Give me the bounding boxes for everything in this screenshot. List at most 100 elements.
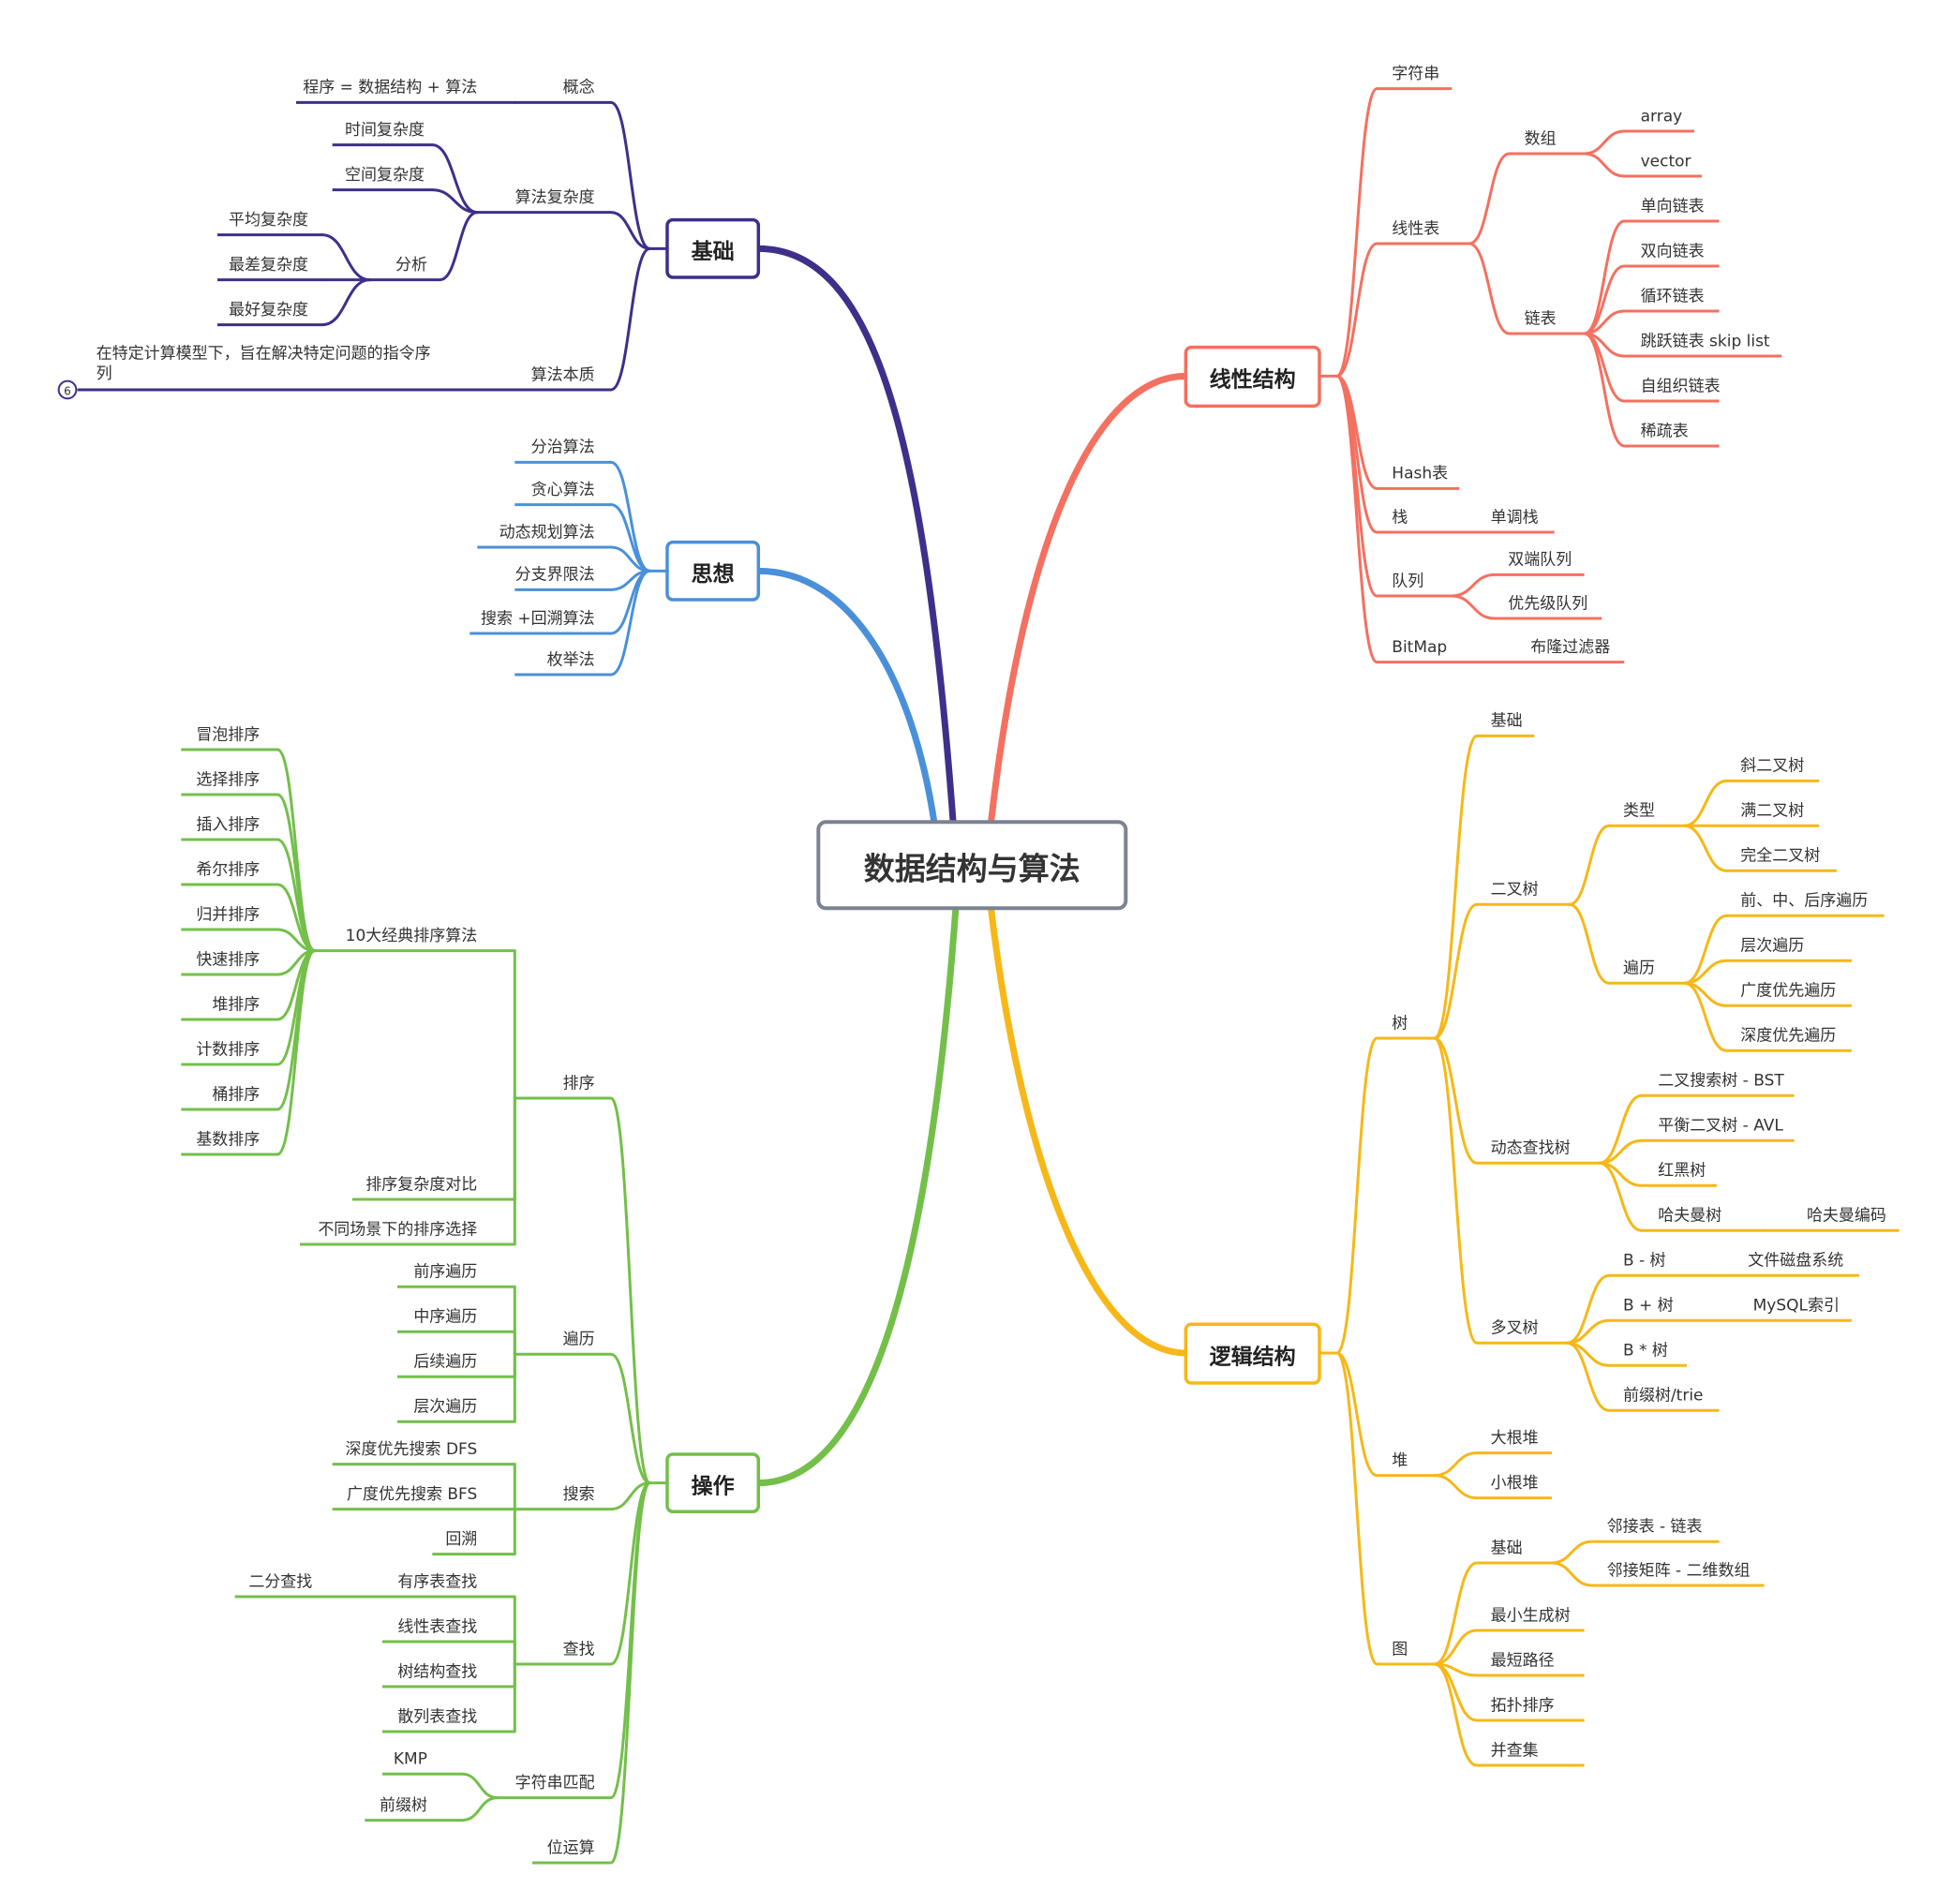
topic-branches-4-children-0-children-3-children-0[interactable]: B - 树 [1623, 1252, 1666, 1271]
topic-branches-4-children-0-children-1-children-1-children-1[interactable]: 层次遍历 [1740, 937, 1804, 956]
topic-branches-2-children-0-children-0-children-0[interactable]: 冒泡排序 [196, 725, 260, 744]
main-topic-operation[interactable]: 操作 [665, 1452, 761, 1514]
topic-branches-3-children-1-children-0-children-1[interactable]: vector [1641, 152, 1691, 171]
topic-branches-2-children-1[interactable]: 遍历 [563, 1331, 595, 1349]
topic-branches-3-children-4-children-1[interactable]: 优先级队列 [1508, 594, 1587, 613]
topic-branches-1-children-3[interactable]: 分支界限法 [515, 566, 595, 585]
topic-branches-2-children-2-children-2[interactable]: 回溯 [445, 1530, 477, 1549]
topic-branches-4-children-1[interactable]: 堆 [1392, 1451, 1408, 1470]
topic-branches-4-children-2[interactable]: 图 [1392, 1640, 1408, 1659]
topic-branches-3-children-3-children-0[interactable]: 单调栈 [1491, 508, 1539, 527]
topic-branches-0-children-1-children-0[interactable]: 时间复杂度 [345, 121, 425, 140]
topic-branches-3-children-1-children-1-children-3[interactable]: 跳跃链表 skip list [1641, 332, 1770, 350]
central-topic[interactable]: 数据结构与算法 [816, 820, 1128, 911]
topic-branches-3-children-3[interactable]: 栈 [1392, 508, 1408, 527]
topic-branches-2-children-1-children-1[interactable]: 中序遍历 [413, 1308, 477, 1327]
topic-branches-2-children-2-children-1[interactable]: 广度优先搜索 BFS [347, 1485, 477, 1504]
topic-branches-2-children-0-children-0-children-8[interactable]: 桶排序 [212, 1085, 260, 1104]
topic-branches-3-children-4[interactable]: 队列 [1392, 572, 1423, 590]
topic-branches-0-children-1[interactable]: 算法复杂度 [515, 188, 595, 207]
topic-branches-2-children-4[interactable]: 字符串匹配 [515, 1774, 595, 1792]
topic-branches-3-children-5[interactable]: BitMap [1392, 638, 1447, 657]
topic-branches-4-children-0-children-2-children-3[interactable]: 哈夫曼树 [1658, 1207, 1721, 1226]
topic-branches-4-children-2-children-3[interactable]: 拓扑排序 [1491, 1696, 1555, 1715]
topic-branches-0-children-1-children-2-children-0[interactable]: 平均复杂度 [229, 211, 308, 230]
topic-branches-2-children-3[interactable]: 查找 [563, 1640, 595, 1659]
topic-branches-3-children-1-children-1-children-4[interactable]: 自组织链表 [1641, 377, 1721, 395]
topic-branches-2-children-0-children-0-children-7[interactable]: 计数排序 [196, 1040, 260, 1059]
topic-branches-4-children-0-children-1-children-0-children-1[interactable]: 满二叉树 [1740, 802, 1804, 821]
topic-branches-2-children-3-children-2[interactable]: 树结构查找 [397, 1662, 477, 1681]
topic-branches-4-children-2-children-1[interactable]: 最小生成树 [1491, 1606, 1571, 1625]
topic-branches-0-children-0-children-0[interactable]: 程序 = 数据结构 + 算法 [303, 79, 477, 97]
topic-branches-4-children-1-children-0[interactable]: 大根堆 [1491, 1429, 1539, 1448]
topic-branches-4-children-0-children-3-children-1-children-0[interactable]: MySQL索引 [1753, 1297, 1840, 1316]
topic-branches-0-children-0[interactable]: 概念 [563, 78, 595, 97]
topic-branches-0-children-2[interactable]: 算法本质 [531, 365, 595, 384]
topic-branches-0-children-1-children-2-children-1[interactable]: 最差复杂度 [229, 256, 308, 275]
main-topic-logical[interactable]: 逻辑结构 [1184, 1322, 1321, 1385]
topic-branches-2-children-4-children-0[interactable]: KMP [394, 1750, 427, 1769]
topic-branches-4-children-0[interactable]: 树 [1392, 1014, 1408, 1033]
topic-branches-2-children-3-children-3[interactable]: 散列表查找 [397, 1707, 477, 1726]
topic-branches-4-children-0-children-3[interactable]: 多叉树 [1491, 1319, 1539, 1338]
topic-branches-2-children-0[interactable]: 排序 [563, 1074, 595, 1093]
topic-branches-4-children-0-children-1-children-1-children-0[interactable]: 前、中、后序遍历 [1740, 892, 1868, 911]
topic-branches-2-children-3-children-0[interactable]: 有序表查找 [397, 1572, 477, 1591]
topic-branches-4-children-0-children-2-children-1[interactable]: 平衡二叉树 - AVL [1658, 1117, 1783, 1136]
topic-branches-3-children-1-children-1[interactable]: 链表 [1525, 309, 1557, 328]
topic-branches-1-children-5[interactable]: 枚举法 [547, 650, 595, 669]
topic-branches-3-children-5-children-0[interactable]: 布隆过滤器 [1530, 638, 1610, 657]
topic-branches-4-children-0-children-2-children-0[interactable]: 二叉搜索树 - BST [1658, 1072, 1784, 1091]
topic-branches-4-children-2-children-0[interactable]: 基础 [1491, 1539, 1523, 1557]
topic-branches-0-children-1-children-2[interactable]: 分析 [395, 256, 427, 275]
topic-branches-2-children-1-children-2[interactable]: 后续遍历 [413, 1353, 477, 1372]
topic-branches-4-children-0-children-1-children-0[interactable]: 类型 [1623, 802, 1655, 821]
topic-branches-4-children-0-children-3-children-1[interactable]: B + 树 [1623, 1297, 1674, 1316]
collapsed-count-badge[interactable]: 6 [57, 379, 78, 400]
topic-branches-1-children-1[interactable]: 贪心算法 [531, 481, 595, 499]
topic-branches-4-children-0-children-1-children-0-children-0[interactable]: 斜二叉树 [1740, 757, 1804, 776]
topic-branches-4-children-0-children-1-children-1-children-2[interactable]: 广度优先遍历 [1740, 982, 1836, 1001]
topic-branches-4-children-0-children-1-children-1-children-3[interactable]: 深度优先遍历 [1740, 1027, 1836, 1046]
topic-branches-4-children-1-children-1[interactable]: 小根堆 [1491, 1474, 1539, 1493]
topic-branches-1-children-0[interactable]: 分治算法 [531, 439, 595, 457]
topic-branches-4-children-0-children-3-children-2[interactable]: B * 树 [1623, 1342, 1668, 1361]
topic-branches-4-children-0-children-2-children-3-children-0[interactable]: 哈夫曼编码 [1807, 1207, 1886, 1226]
topic-branches-3-children-2[interactable]: Hash表 [1392, 465, 1448, 483]
topic-branches-2-children-5[interactable]: 位运算 [547, 1838, 595, 1857]
topic-branches-3-children-1[interactable]: 线性表 [1392, 219, 1439, 238]
topic-branches-2-children-0-children-0-children-4[interactable]: 归并排序 [196, 905, 260, 924]
topic-branches-3-children-1-children-1-children-0[interactable]: 单向链表 [1641, 197, 1705, 216]
topic-branches-2-children-4-children-1[interactable]: 前缀树 [380, 1796, 427, 1815]
topic-branches-2-children-0-children-0[interactable]: 10大经典排序算法 [346, 927, 478, 945]
topic-branches-2-children-3-children-0-children-0[interactable]: 二分查找 [248, 1572, 312, 1591]
topic-branches-3-children-1-children-1-children-5[interactable]: 稀疏表 [1641, 422, 1689, 440]
topic-branches-3-children-1-children-1-children-1[interactable]: 双向链表 [1641, 242, 1705, 260]
topic-branches-2-children-0-children-0-children-5[interactable]: 快速排序 [196, 950, 260, 969]
topic-branches-4-children-0-children-2[interactable]: 动态查找树 [1491, 1139, 1571, 1158]
topic-branches-4-children-2-children-2[interactable]: 最短路径 [1491, 1651, 1555, 1670]
topic-branches-2-children-3-children-1[interactable]: 线性表查找 [397, 1617, 477, 1636]
topic-branches-4-children-2-children-4[interactable]: 并查集 [1491, 1741, 1539, 1760]
topic-branches-2-children-1-children-0[interactable]: 前序遍历 [413, 1263, 477, 1282]
topic-branches-4-children-0-children-0[interactable]: 基础 [1491, 712, 1523, 731]
main-topic-linear[interactable]: 线性结构 [1184, 345, 1321, 409]
topic-branches-2-children-0-children-0-children-2[interactable]: 插入排序 [196, 815, 260, 834]
topic-branches-2-children-2-children-0[interactable]: 深度优先搜索 DFS [346, 1440, 478, 1459]
topic-branches-4-children-0-children-1[interactable]: 二叉树 [1491, 881, 1539, 900]
topic-branches-4-children-0-children-3-children-0-children-0[interactable]: 文件磁盘系统 [1748, 1252, 1843, 1271]
topic-branches-0-children-1-children-1[interactable]: 空间复杂度 [345, 166, 425, 185]
topic-branches-2-children-0-children-1[interactable]: 排序复杂度对比 [365, 1175, 477, 1194]
main-topic-idea[interactable]: 思想 [665, 540, 761, 602]
topic-branches-3-children-1-children-0-children-0[interactable]: array [1641, 107, 1683, 126]
topic-branches-3-children-0[interactable]: 字符串 [1392, 65, 1439, 83]
topic-branches-4-children-0-children-1-children-0-children-2[interactable]: 完全二叉树 [1740, 847, 1820, 866]
topic-branches-2-children-2[interactable]: 搜索 [563, 1485, 595, 1504]
topic-branches-3-children-4-children-0[interactable]: 双端队列 [1508, 551, 1572, 570]
topic-branches-3-children-1-children-0[interactable]: 数组 [1525, 129, 1557, 148]
topic-branches-3-children-1-children-1-children-2[interactable]: 循环链表 [1641, 287, 1705, 305]
topic-branches-2-children-0-children-2[interactable]: 不同场景下的排序选择 [318, 1220, 477, 1239]
topic-branches-4-children-0-children-1-children-1[interactable]: 遍历 [1623, 959, 1655, 978]
